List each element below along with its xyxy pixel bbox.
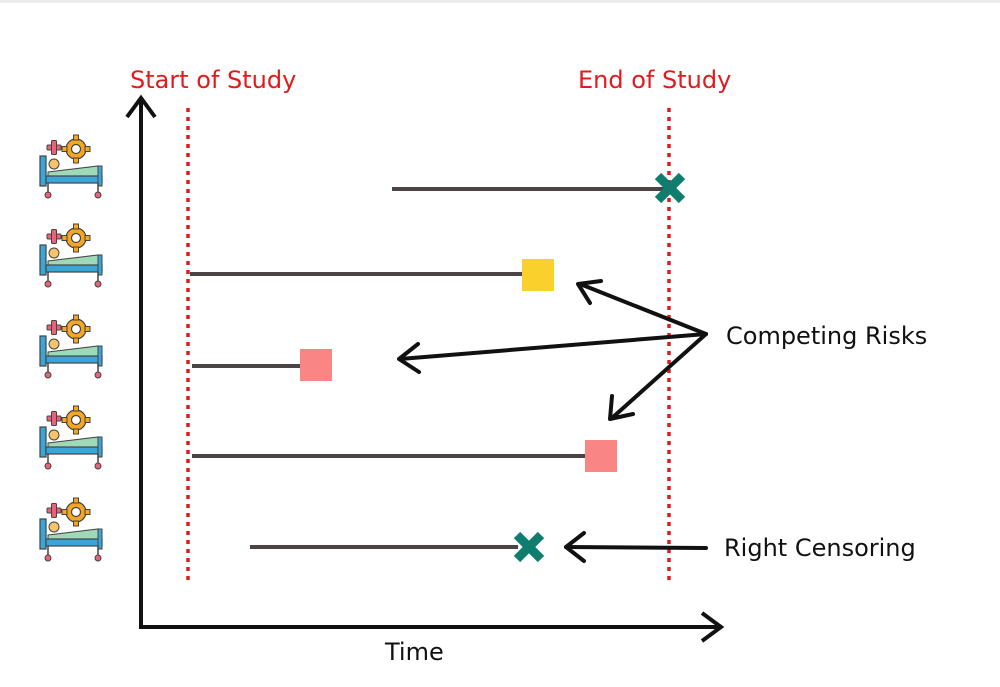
- time-axis-label: Time: [384, 638, 444, 666]
- y-axis: [125, 94, 157, 627]
- right-censoring-label: Right Censoring: [724, 534, 916, 562]
- censor-cross-icon: [517, 535, 541, 559]
- competing-risks-label: Competing Risks: [726, 322, 927, 350]
- hospital-bed-patient-icon: [39, 497, 103, 562]
- hospital-bed-patient-icon: [39, 405, 103, 470]
- right-censoring-arrow: [564, 531, 708, 563]
- event-square-icon: [585, 440, 617, 472]
- hospital-bed-patient-icon: [39, 314, 103, 379]
- top-border: [0, 0, 1000, 3]
- hospital-bed-patient-icon: [39, 223, 103, 288]
- event-square-icon: [522, 259, 554, 291]
- hospital-bed-patient-icon: [39, 134, 103, 199]
- event-square-icon: [300, 349, 332, 381]
- start-of-study-label: Start of Study: [130, 66, 296, 94]
- competing-risks-arrows: [397, 279, 708, 421]
- x-axis: [139, 611, 725, 643]
- end-of-study-label: End of Study: [578, 66, 731, 94]
